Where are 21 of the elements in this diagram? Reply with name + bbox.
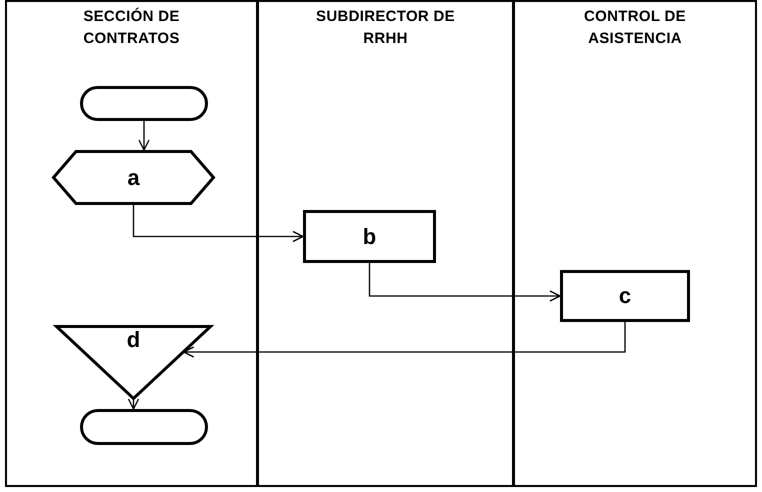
terminator-shape bbox=[80, 409, 208, 445]
step-label: b bbox=[362, 224, 378, 250]
arrow bbox=[132, 205, 304, 242]
lane-heading: SECCIÓN DE CONTRATOS bbox=[82, 6, 181, 49]
step-label: c bbox=[618, 283, 632, 309]
lane-heading: SUBDIRECTOR DE RRHH bbox=[315, 7, 456, 49]
arrow bbox=[368, 263, 561, 302]
arrow bbox=[183, 322, 626, 358]
step-label: a bbox=[126, 164, 141, 190]
process-box bbox=[303, 210, 436, 263]
swimlane bbox=[257, 0, 514, 487]
arrow bbox=[128, 398, 140, 410]
terminator-shape bbox=[80, 86, 208, 121]
swimlane bbox=[5, 0, 258, 487]
process-box bbox=[560, 270, 690, 322]
lane-heading: CONTROL DE ASISTENCIA bbox=[583, 7, 687, 49]
swimlane bbox=[513, 0, 757, 487]
preparation-hexagon bbox=[52, 150, 215, 205]
arrow bbox=[138, 121, 150, 151]
step-label: d bbox=[126, 327, 142, 353]
archive-triangle bbox=[55, 325, 212, 400]
